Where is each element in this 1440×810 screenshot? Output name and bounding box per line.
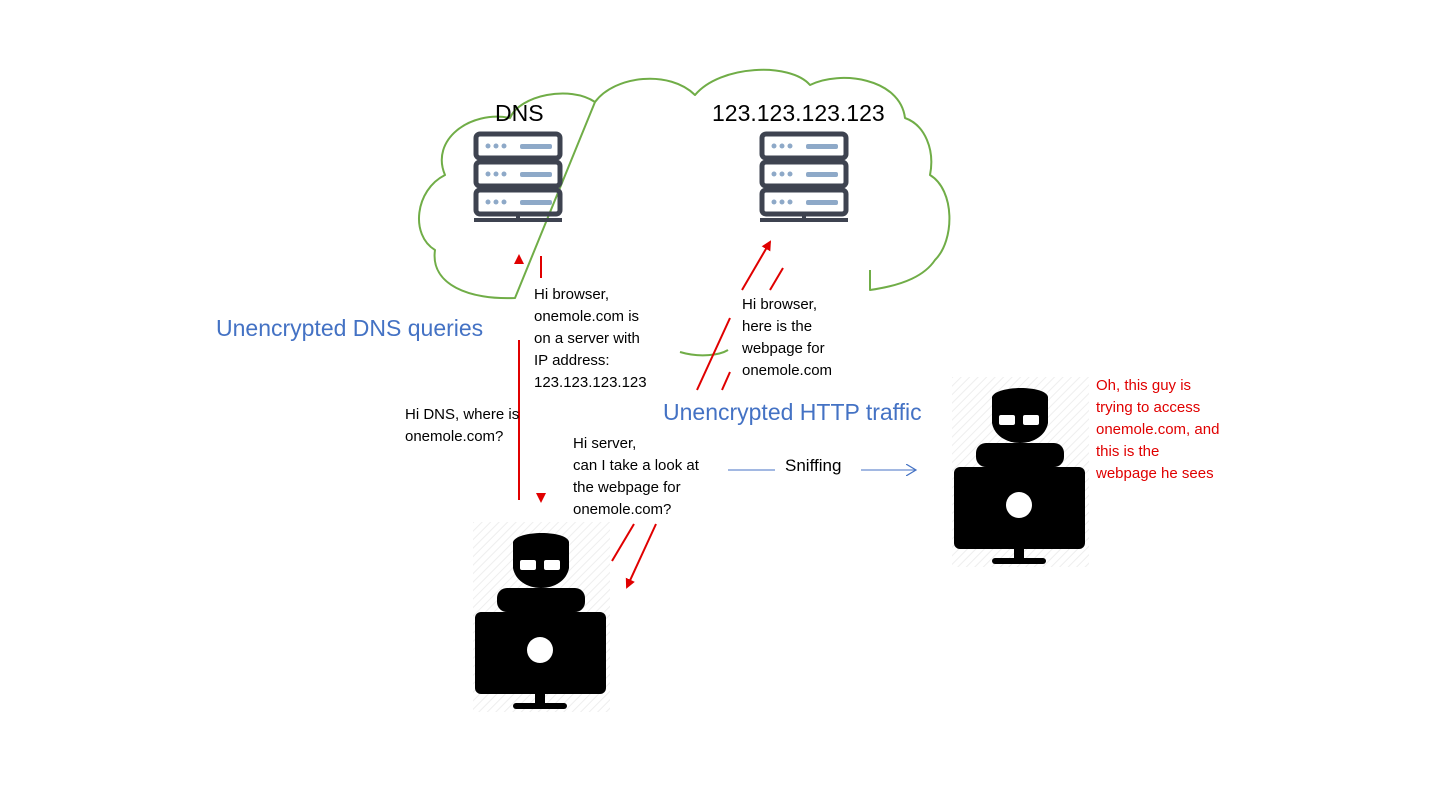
- user-computer-icon: [473, 522, 610, 712]
- dns-server-label: DNS: [495, 100, 544, 126]
- http-arrow-mid-2: [721, 371, 731, 391]
- http-response-arrow-upper: [769, 267, 784, 291]
- sniffer-computer-icon: [952, 377, 1089, 567]
- http-request-arrow-upper: [741, 240, 772, 291]
- internet-cloud: [418, 68, 951, 357]
- web-server-label: 123.123.123.123: [712, 100, 885, 126]
- dns-server-icon: [473, 131, 563, 222]
- dns-query-text: Hi DNS, where is onemole.com?: [405, 406, 520, 445]
- http-response-text: Hi browser, here is the webpage for onem…: [742, 296, 833, 379]
- http-request-arrow-lower: [625, 523, 657, 589]
- web-server-icon: [759, 131, 849, 222]
- http-request-arrow-lower-2: [611, 523, 635, 562]
- sniffer-thought-text: Oh, this guy is trying to access onemole…: [1096, 377, 1220, 482]
- http-traffic-title: Unencrypted HTTP traffic: [663, 399, 922, 425]
- http-arrow-mid-1: [696, 317, 731, 391]
- dns-queries-title: Unencrypted DNS queries: [216, 315, 484, 341]
- dns-response-text: Hi browser, onemole.com is on a server w…: [534, 286, 647, 391]
- http-request-text: Hi server, can I take a look at the webp…: [573, 435, 699, 518]
- cloud-outline: [418, 68, 951, 357]
- sniffing-label: Sniffing: [785, 456, 842, 475]
